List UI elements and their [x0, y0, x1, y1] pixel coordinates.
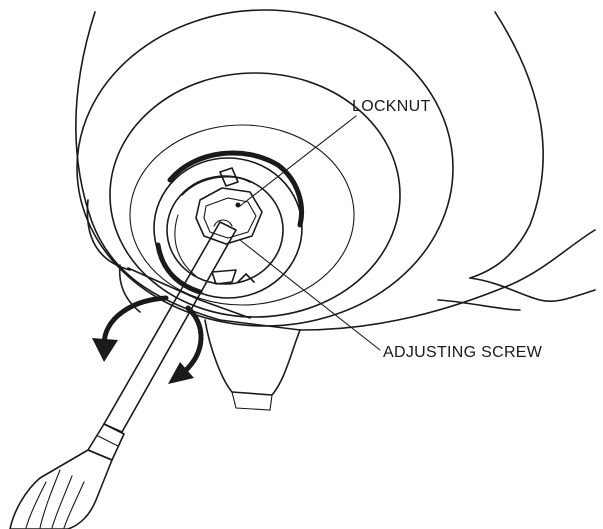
adjusting-screw-label: ADJUSTING SCREW [383, 344, 543, 361]
concentric-rings [76, 9, 454, 327]
adjuster-plate [153, 150, 305, 299]
curved-double-arrow-icon [92, 295, 204, 384]
locknut [195, 187, 263, 245]
screwdriver [9, 219, 237, 529]
locknut-leader [239, 115, 357, 207]
locknut-label: LOCKNUT [352, 98, 431, 115]
leader-lines [239, 115, 381, 351]
adjusting-screw-leader [239, 239, 381, 351]
